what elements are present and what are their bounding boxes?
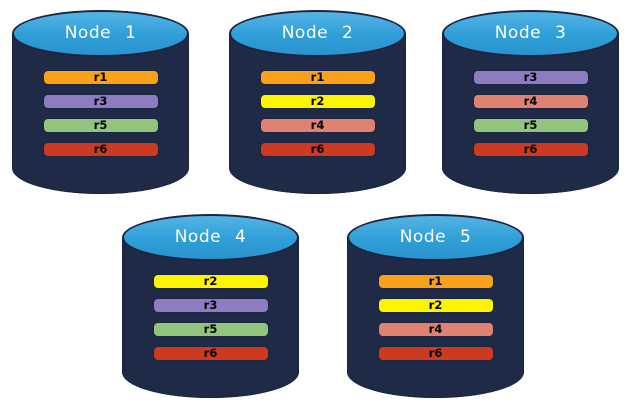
cylinder-body bbox=[347, 237, 524, 398]
replica-bar: r5 bbox=[152, 322, 269, 337]
replica-bar: r5 bbox=[42, 118, 159, 133]
cylinder-top-ellipse: Node 2 bbox=[229, 10, 406, 57]
replica-list: r3 r4 r5 r6 bbox=[442, 70, 619, 157]
replica-bar: r6 bbox=[377, 346, 494, 361]
cylinder-top-ellipse: Node 4 bbox=[122, 214, 299, 261]
replica-bar: r2 bbox=[152, 274, 269, 289]
cylinder-top-ellipse: Node 1 bbox=[12, 10, 189, 57]
replica-bar: r6 bbox=[472, 142, 589, 157]
cylinder-body bbox=[229, 33, 406, 194]
replica-bar: r6 bbox=[259, 142, 376, 157]
node-label: Node 5 bbox=[399, 227, 472, 247]
cylinder-body bbox=[12, 33, 189, 194]
replica-bar: r1 bbox=[259, 70, 376, 85]
replica-bar: r4 bbox=[377, 322, 494, 337]
cylinder-top-ellipse: Node 3 bbox=[442, 10, 619, 57]
replica-list: r1 r3 r5 r6 bbox=[12, 70, 189, 157]
replica-bar: r5 bbox=[472, 118, 589, 133]
replica-list: r1 r2 r4 r6 bbox=[229, 70, 406, 157]
node-cylinder: Node 3 r3 r4 r5 r6 bbox=[442, 10, 619, 194]
replica-bar: r3 bbox=[42, 94, 159, 109]
replica-bar: r4 bbox=[472, 94, 589, 109]
replica-bar: r1 bbox=[377, 274, 494, 289]
replica-bar: r2 bbox=[259, 94, 376, 109]
node-cylinder: Node 4 r2 r3 r5 r6 bbox=[122, 214, 299, 398]
replica-bar: r1 bbox=[42, 70, 159, 85]
replica-bar: r6 bbox=[152, 346, 269, 361]
cylinder-body bbox=[122, 237, 299, 398]
replica-list: r1 r2 r4 r6 bbox=[347, 274, 524, 361]
node-label: Node 2 bbox=[281, 23, 354, 43]
cylinder-top-ellipse: Node 5 bbox=[347, 214, 524, 261]
node-label: Node 4 bbox=[174, 227, 247, 247]
replica-bar: r2 bbox=[377, 298, 494, 313]
node-cylinder: Node 1 r1 r3 r5 r6 bbox=[12, 10, 189, 194]
node-label: Node 3 bbox=[494, 23, 567, 43]
replica-bar: r6 bbox=[42, 142, 159, 157]
node-label: Node 1 bbox=[64, 23, 137, 43]
cylinder-body bbox=[442, 33, 619, 194]
replica-list: r2 r3 r5 r6 bbox=[122, 274, 299, 361]
replica-bar: r4 bbox=[259, 118, 376, 133]
replica-bar: r3 bbox=[152, 298, 269, 313]
node-cylinder: Node 2 r1 r2 r4 r6 bbox=[229, 10, 406, 194]
node-cylinder: Node 5 r1 r2 r4 r6 bbox=[347, 214, 524, 398]
replica-bar: r3 bbox=[472, 70, 589, 85]
